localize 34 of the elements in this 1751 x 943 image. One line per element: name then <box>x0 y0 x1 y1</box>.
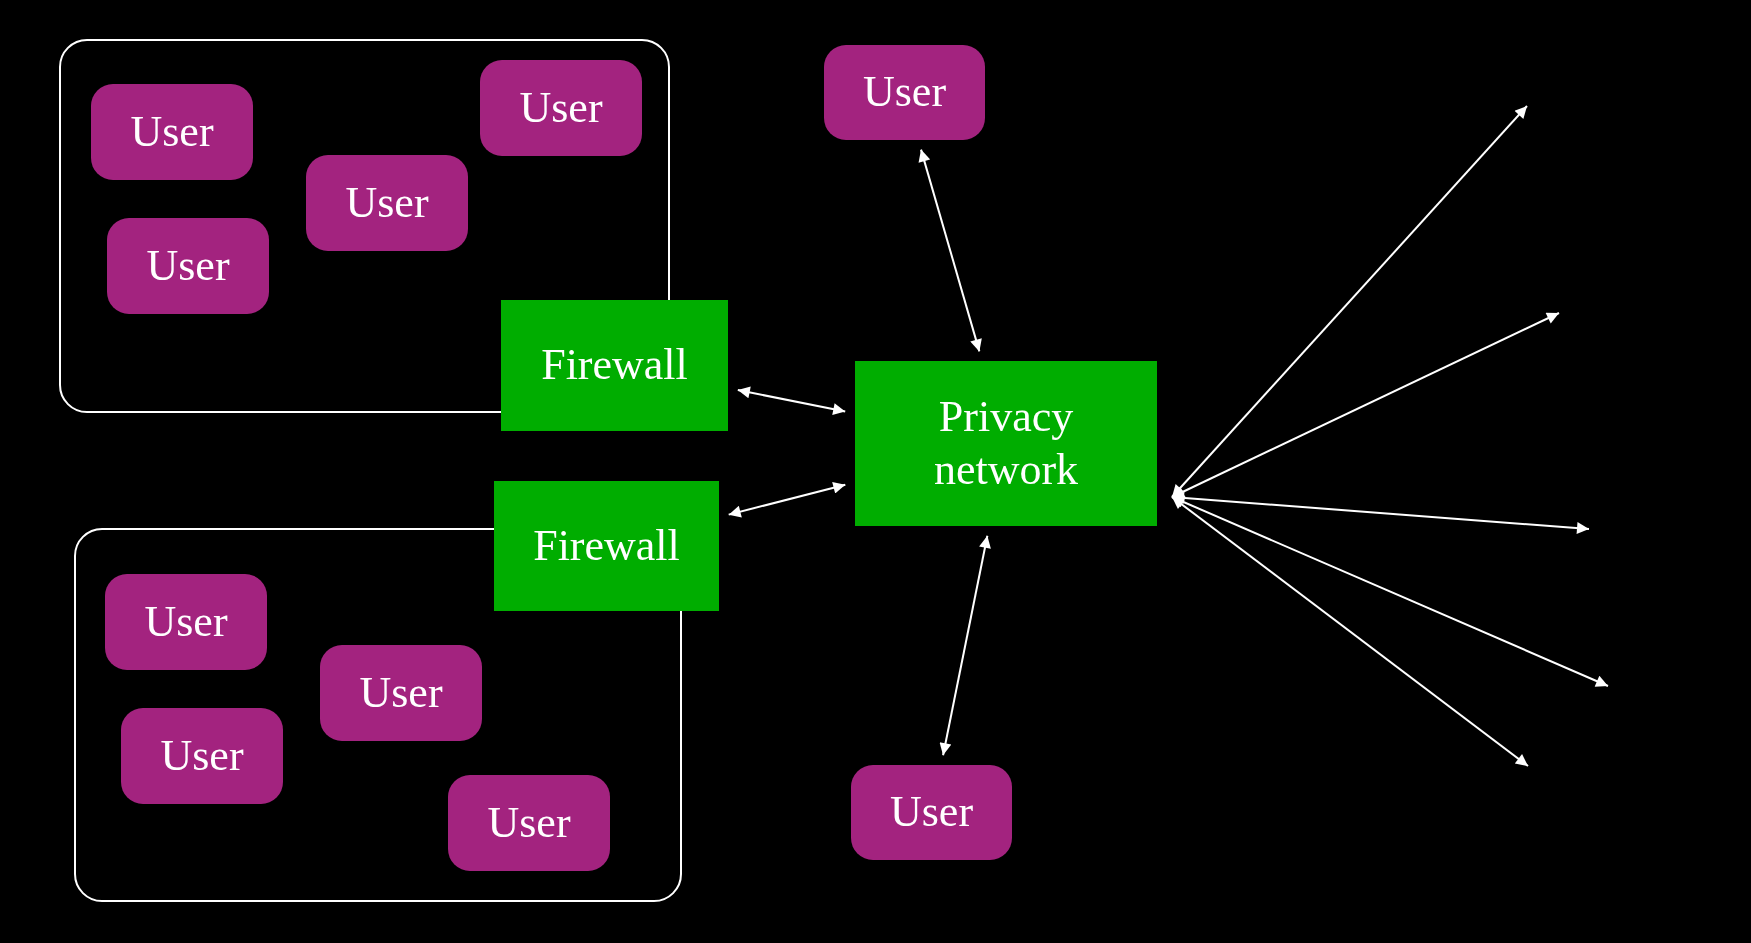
node-label: User <box>862 66 947 119</box>
node-label: User <box>519 81 603 134</box>
node-label: User <box>345 176 429 229</box>
arrow <box>736 386 847 415</box>
user-box <box>107 218 269 314</box>
user-box <box>306 155 468 251</box>
user-box <box>448 775 610 871</box>
group-box <box>74 528 682 902</box>
node-label: User <box>144 595 228 648</box>
arrow <box>727 481 847 518</box>
node-label: User <box>359 666 443 719</box>
node-label: Firewall <box>533 519 680 572</box>
user-box <box>91 84 253 180</box>
node-label: Privacy network <box>932 390 1080 496</box>
process-box <box>855 361 1157 526</box>
arrow <box>918 148 982 353</box>
node-label: Firewall <box>541 339 688 392</box>
user-box <box>320 645 482 741</box>
user-box <box>480 60 642 156</box>
process-box <box>501 300 728 431</box>
node-label: User <box>160 729 244 782</box>
user-box <box>824 45 985 140</box>
process-box <box>494 481 719 611</box>
user-box <box>851 765 1012 860</box>
arrow <box>1171 496 1529 767</box>
arrow <box>939 534 991 757</box>
node-label: User <box>130 105 214 158</box>
user-box <box>105 574 267 670</box>
node-label: User <box>889 786 974 839</box>
user-box <box>121 708 283 804</box>
node-label: User <box>487 796 571 849</box>
arrow <box>1171 312 1560 498</box>
arrow <box>1171 105 1528 498</box>
node-label: User <box>146 239 230 292</box>
